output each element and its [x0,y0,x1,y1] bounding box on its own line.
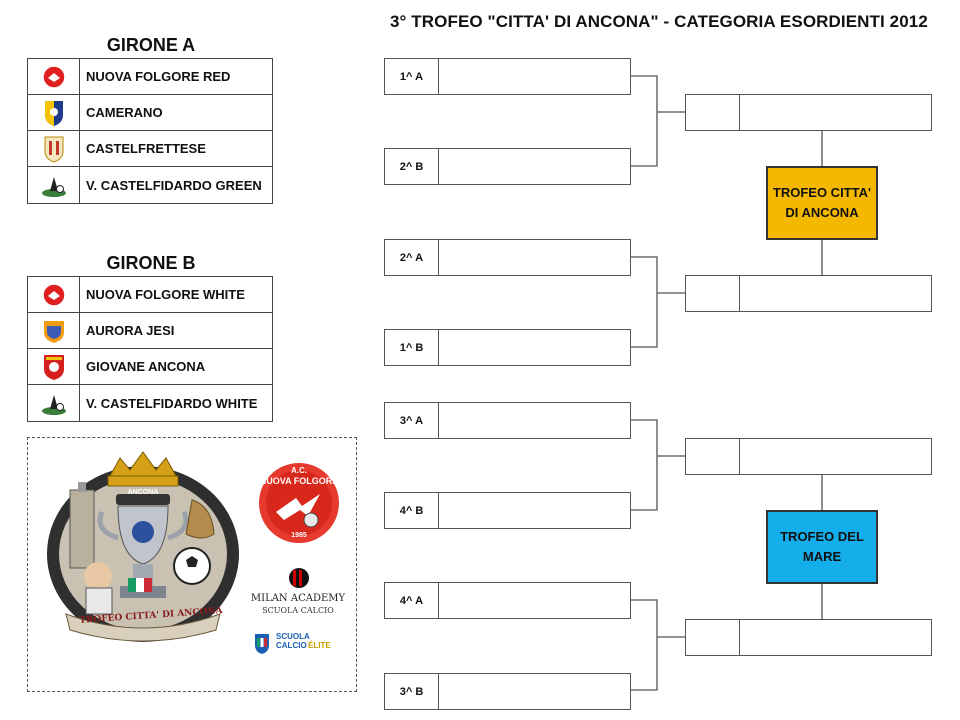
castelfidardo-logo-icon [28,385,80,421]
team-row: AURORA JESI [28,312,272,349]
castelfrettese-logo-icon [28,130,80,167]
team-row: NUOVA FOLGORE RED [28,58,272,95]
slot-label: 2^ B [385,149,439,184]
group-a-title: GIRONE A [106,35,196,55]
elite-line3: ÉLITE [308,641,331,650]
team-row: CAMERANO [28,94,272,131]
bracket-slot[interactable]: 1^ B [384,329,631,366]
finalist-slot[interactable] [685,619,932,656]
trophy-label-line2: DI ANCONA [785,205,859,220]
page-title: 3° TROFEO "CITTA' DI ANCONA" - CATEGORIA… [390,12,928,31]
group-b-title: GIRONE B [106,253,196,273]
trophy-label-line2: MARE [802,549,842,564]
group-a-table: NUOVA FOLGORE RED CAMERANO CASTELFRETTES… [27,58,273,204]
slot-label: 3^ B [385,674,439,709]
bracket-slot[interactable]: 3^ A [384,402,631,439]
team-name: V. CASTELFIDARDO WHITE [86,395,258,411]
finalist-slot[interactable] [685,275,932,312]
figc-shield-icon [255,634,269,654]
badge-banner-text: ANCONA [127,489,159,496]
trophy-del-mare: TROFEO DEL MARE [766,510,878,584]
club-name: NUOVA FOLGORE [259,476,339,486]
tournament-badge-icon [47,451,239,642]
nuova-folgore-logo-icon [28,276,80,313]
slot-label: 2^ A [385,240,439,275]
giovane-ancona-logo-icon [28,348,80,385]
nuova-folgore-club-logo-icon [257,461,341,545]
elite-line2: CALCIO [276,641,307,650]
club-year: 1985 [291,532,307,539]
academy-line2: SCUOLA CALCIO [262,606,334,615]
academy-line1: MILAN ACADEMY [250,593,346,604]
bracket-slot[interactable]: 1^ A [384,58,631,95]
slot-label: 3^ A [385,403,439,438]
elite-line1: SCUOLA [276,632,310,641]
sponsor-logo-area: TROFEO CITTA' DI ANCONA ANCONA A.C. NUOV… [27,437,357,692]
bracket-slot[interactable]: 2^ B [384,148,631,185]
club-name-top: A.C. [291,466,307,475]
bracket-slot[interactable]: 4^ A [384,582,631,619]
aurora-jesi-logo-icon [28,312,80,349]
team-name: NUOVA FOLGORE WHITE [86,287,245,302]
team-name: GIOVANE ANCONA [86,359,206,374]
camerano-logo-icon [28,94,80,131]
trophy-citta-di-ancona: TROFEO CITTA' DI ANCONA [766,166,878,240]
bracket-slot[interactable]: 2^ A [384,239,631,276]
team-row: V. CASTELFIDARDO WHITE [28,385,272,421]
bracket-slot[interactable]: 4^ B [384,492,631,529]
castelfidardo-logo-icon [28,167,80,203]
trophy-label-line1: TROFEO CITTA' [772,185,872,200]
team-name: NUOVA FOLGORE RED [86,69,231,84]
nuova-folgore-logo-icon [28,58,80,95]
team-row: CASTELFRETTESE [28,130,272,167]
team-name: CAMERANO [86,105,163,120]
team-row: GIOVANE ANCONA [28,348,272,385]
finalist-slot[interactable] [685,438,932,475]
slot-label: 4^ A [385,583,439,618]
finalist-slot[interactable] [685,94,932,131]
slot-label: 4^ B [385,493,439,528]
team-row: V. CASTELFIDARDO GREEN [28,167,272,203]
team-row: NUOVA FOLGORE WHITE [28,276,272,313]
team-name: CASTELFRETTESE [86,141,206,156]
slot-label: 1^ A [385,59,439,94]
slot-label: 1^ B [385,330,439,365]
bracket-slot[interactable]: 3^ B [384,673,631,710]
team-name: V. CASTELFIDARDO GREEN [86,177,262,193]
group-b-table: NUOVA FOLGORE WHITE AURORA JESI GIOVANE … [27,276,273,422]
trophy-label-line1: TROFEO DEL [780,529,864,544]
team-name: AURORA JESI [86,323,175,338]
milan-crest-icon [289,568,309,588]
